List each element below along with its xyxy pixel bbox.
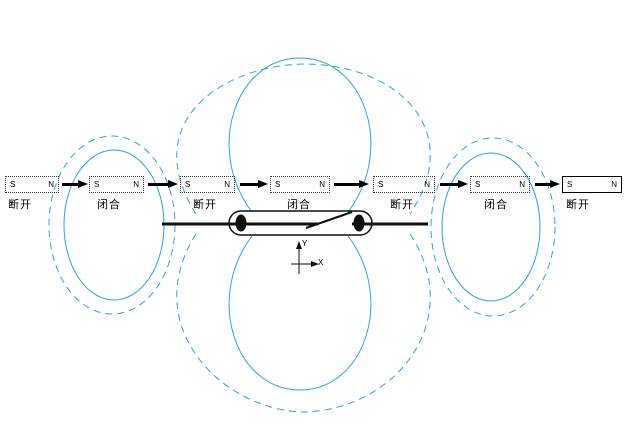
pole-s: S [94,179,100,189]
arrow-right-icon [535,180,560,189]
pole-n: N [424,179,430,189]
field-line-right-inner [441,152,541,302]
reed-switch [162,210,428,236]
switch-state-label-6: 闭合 [484,199,508,211]
field-line-top-inner [228,57,372,213]
pole-n: N [48,179,54,189]
seal-left [235,214,247,232]
magnet-position-2: S N [89,176,144,193]
switch-state-label-5: 断开 [390,199,414,211]
axis-y-label: Y [302,239,308,248]
pole-n: N [133,179,139,189]
pole-s: S [475,179,481,189]
pole-s: S [10,179,16,189]
pole-s: S [185,179,191,189]
magnet-position-7: S N [562,176,622,193]
switch-state-label-1: 断开 [8,199,32,211]
field-line-bottom-outer [176,233,431,413]
switch-state-label-7: 断开 [566,199,590,211]
pole-n: N [224,179,230,189]
field-line-bottom-inner [228,235,372,391]
switch-state-label-3: 断开 [193,199,217,211]
magnet-position-1: S N [5,176,59,193]
pole-n: N [319,179,325,189]
seal-right [353,214,365,232]
axis-x-label: X [318,258,324,267]
arrow-right-icon [334,180,369,189]
magnet-position-3: S N [180,176,235,193]
pole-s: S [567,179,573,189]
glass-envelope [228,210,373,236]
pole-n: N [611,179,617,189]
field-line-top-outer [176,63,431,215]
arrow-right-icon [440,180,468,189]
pole-s: S [378,179,384,189]
pole-s: S [275,179,281,189]
axis-x-arrowhead-icon [311,261,319,267]
arrow-right-icon [240,180,268,189]
magnet-position-5: S N [373,176,435,193]
axis-marker [291,241,319,274]
switch-state-label-2: 闭合 [97,199,121,211]
arrow-right-icon [148,180,178,189]
field-line-right-outer [430,137,556,317]
arrow-right-icon [62,180,88,189]
magnet-position-4: S N [270,176,330,193]
switch-state-label-4: 闭合 [287,199,311,211]
reed-blade-open [305,211,353,229]
field-line-left-outer [48,135,176,315]
pole-n: N [519,179,525,189]
field-line-left-inner [63,149,165,301]
magnet-position-6: S N [470,176,530,193]
axis-y-arrowhead-icon [296,241,302,249]
